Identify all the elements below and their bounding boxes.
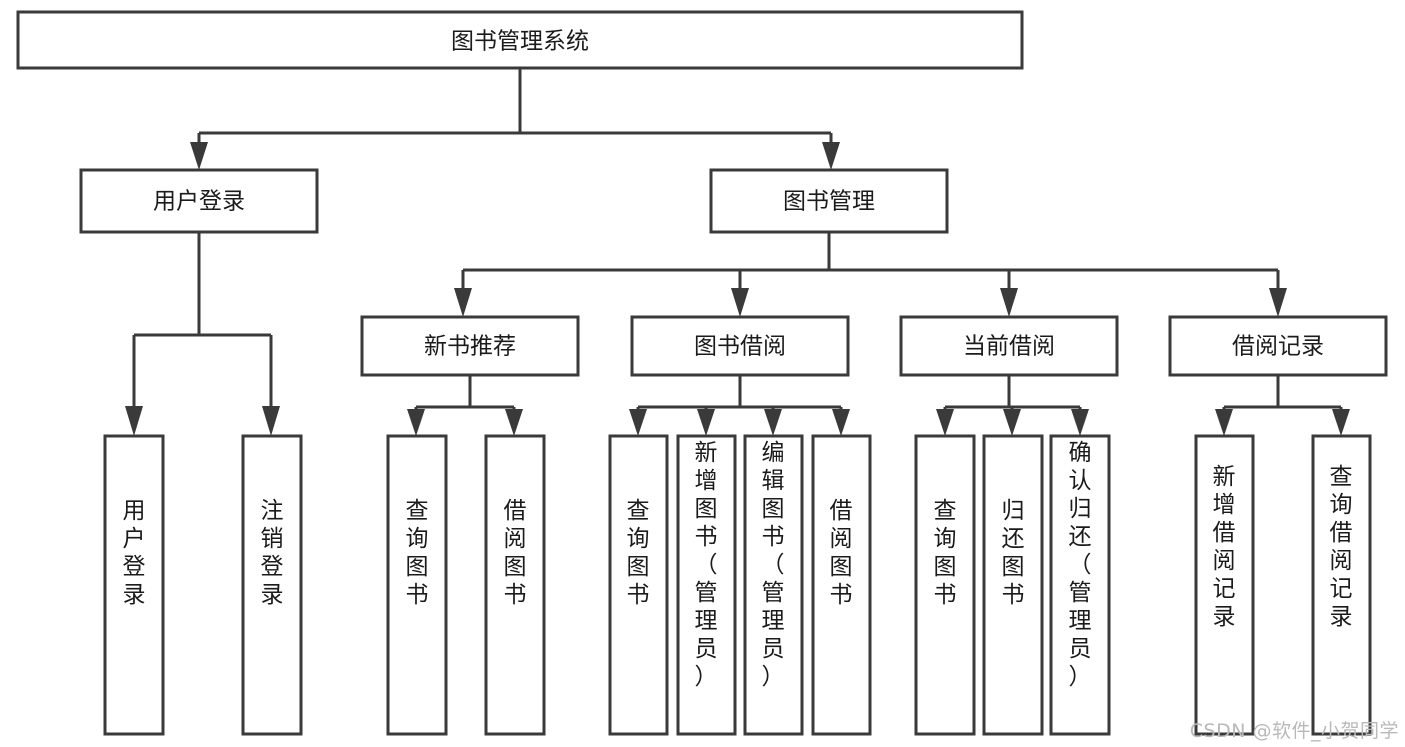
arrow-head-leaf-add-record	[1215, 409, 1233, 436]
arrow-head-leaf-borrow-book-2	[832, 409, 850, 436]
connector-group-current-borrow	[936, 375, 1089, 436]
node-leaf-add-book[interactable]: 新增图书（管理员）	[676, 434, 737, 736]
node-borrow-record-label: 借阅记录	[1232, 334, 1324, 360]
arrow-head-leaf-logout-login	[262, 406, 280, 436]
node-leaf-query-book-2[interactable]: 查询图书	[608, 434, 669, 736]
node-current-borrow-box[interactable]	[899, 315, 1119, 377]
node-leaf-query-book-3[interactable]: 查询图书	[914, 434, 976, 736]
node-user-login[interactable]: 用户登录	[79, 168, 319, 234]
node-leaf-query-book-2-box[interactable]	[608, 434, 669, 736]
node-leaf-return-book[interactable]: 归还图书	[982, 434, 1044, 736]
node-book-borrow[interactable]: 图书借阅	[630, 315, 850, 377]
arrow-head-leaf-return-book	[1003, 409, 1021, 436]
node-current-borrow[interactable]: 当前借阅	[899, 315, 1119, 377]
arrow-head-new-book-recommend	[454, 288, 472, 317]
node-leaf-query-book-1-box[interactable]	[386, 434, 448, 736]
node-leaf-return-book-label: 归还图书	[1002, 498, 1025, 608]
node-leaf-borrow-book-2-label: 借阅图书	[830, 498, 853, 608]
connector-group-new-book-recommend	[407, 375, 523, 436]
node-leaf-query-record[interactable]: 查询借阅记录	[1311, 434, 1372, 736]
node-root[interactable]: 图书管理系统	[16, 10, 1024, 70]
arrow-head-leaf-borrow-book-1	[505, 409, 523, 436]
node-leaf-edit-book-box[interactable]	[743, 434, 804, 736]
arrow-head-leaf-user-login	[125, 406, 143, 436]
node-leaf-edit-book-label: 编辑图书（管理员）	[762, 440, 785, 690]
node-book-borrow-box[interactable]	[630, 315, 850, 377]
arrow-head-book-borrow	[731, 288, 749, 317]
node-leaf-query-book-3-label: 查询图书	[934, 498, 957, 608]
connector-group-book-manage	[454, 232, 1287, 317]
arrow-head-user-login	[190, 142, 208, 170]
node-leaf-logout-login[interactable]: 注销登录	[241, 434, 303, 736]
node-leaf-confirm-return[interactable]: 确认归还（管理员）	[1049, 434, 1111, 736]
node-book-manage-box[interactable]	[709, 168, 949, 234]
node-leaf-borrow-book-1[interactable]: 借阅图书	[484, 434, 546, 736]
node-book-borrow-label: 图书借阅	[694, 334, 786, 360]
node-new-book-recommend-box[interactable]	[360, 315, 580, 377]
node-leaf-borrow-book-2[interactable]: 借阅图书	[811, 434, 872, 736]
node-borrow-record[interactable]: 借阅记录	[1168, 315, 1388, 377]
node-new-book-recommend-label: 新书推荐	[424, 334, 516, 360]
csdn-watermark: CSDN @软件_小贺同学	[1189, 720, 1399, 742]
node-root-box[interactable]	[16, 10, 1024, 70]
node-leaf-user-login-box[interactable]	[103, 434, 165, 736]
node-leaf-add-book-box[interactable]	[676, 434, 737, 736]
node-leaf-logout-login-label: 注销登录	[261, 498, 284, 608]
arrow-head-borrow-record	[1269, 288, 1287, 317]
connector-group-borrow-record	[1215, 375, 1350, 436]
node-new-book-recommend[interactable]: 新书推荐	[360, 315, 580, 377]
node-leaf-query-book-1-label: 查询图书	[406, 498, 429, 608]
connector-group-book-borrow	[629, 375, 850, 436]
node-leaf-add-record-label: 新增借阅记录	[1213, 464, 1236, 630]
node-user-login-label: 用户登录	[153, 189, 245, 215]
node-leaf-add-record-box[interactable]	[1194, 434, 1255, 736]
node-leaf-return-book-box[interactable]	[982, 434, 1044, 736]
arrow-head-leaf-edit-book	[764, 409, 782, 436]
node-leaf-edit-book[interactable]: 编辑图书（管理员）	[743, 434, 804, 736]
node-leaf-query-record-box[interactable]	[1311, 434, 1372, 736]
connector-group-user-login	[125, 232, 280, 436]
node-book-manage-label: 图书管理	[783, 189, 875, 215]
node-leaf-query-record-label: 查询借阅记录	[1330, 464, 1353, 630]
node-leaf-query-book-2-label: 查询图书	[627, 498, 650, 608]
arrow-head-leaf-query-book-3	[936, 409, 954, 436]
arrow-head-leaf-confirm-return	[1071, 409, 1089, 436]
node-current-borrow-label: 当前借阅	[963, 334, 1055, 360]
node-leaf-user-login[interactable]: 用户登录	[103, 434, 165, 736]
arrow-head-book-manage	[822, 142, 840, 170]
node-leaf-logout-login-box[interactable]	[241, 434, 303, 736]
node-leaf-add-book-label: 新增图书（管理员）	[695, 440, 718, 690]
node-leaf-query-book-1[interactable]: 查询图书	[386, 434, 448, 736]
node-leaf-user-login-label: 用户登录	[123, 498, 146, 608]
arrow-head-leaf-query-record	[1332, 409, 1350, 436]
node-leaf-confirm-return-label: 确认归还（管理员）	[1069, 440, 1092, 690]
arrow-head-current-borrow	[1000, 288, 1018, 317]
node-root-label: 图书管理系统	[451, 29, 589, 55]
node-leaf-confirm-return-box[interactable]	[1049, 434, 1111, 736]
node-book-manage[interactable]: 图书管理	[709, 168, 949, 234]
arrow-head-leaf-query-book-2	[629, 409, 647, 436]
node-borrow-record-box[interactable]	[1168, 315, 1388, 377]
node-user-login-box[interactable]	[79, 168, 319, 234]
node-leaf-borrow-book-1-label: 借阅图书	[504, 498, 527, 608]
arrow-head-leaf-query-book-1	[407, 409, 425, 436]
arrow-head-leaf-add-book	[697, 409, 715, 436]
connector-group-root	[190, 68, 840, 170]
node-leaf-query-book-3-box[interactable]	[914, 434, 976, 736]
node-leaf-borrow-book-2-box[interactable]	[811, 434, 872, 736]
node-leaf-borrow-book-1-box[interactable]	[484, 434, 546, 736]
node-leaf-add-record[interactable]: 新增借阅记录	[1194, 434, 1255, 736]
